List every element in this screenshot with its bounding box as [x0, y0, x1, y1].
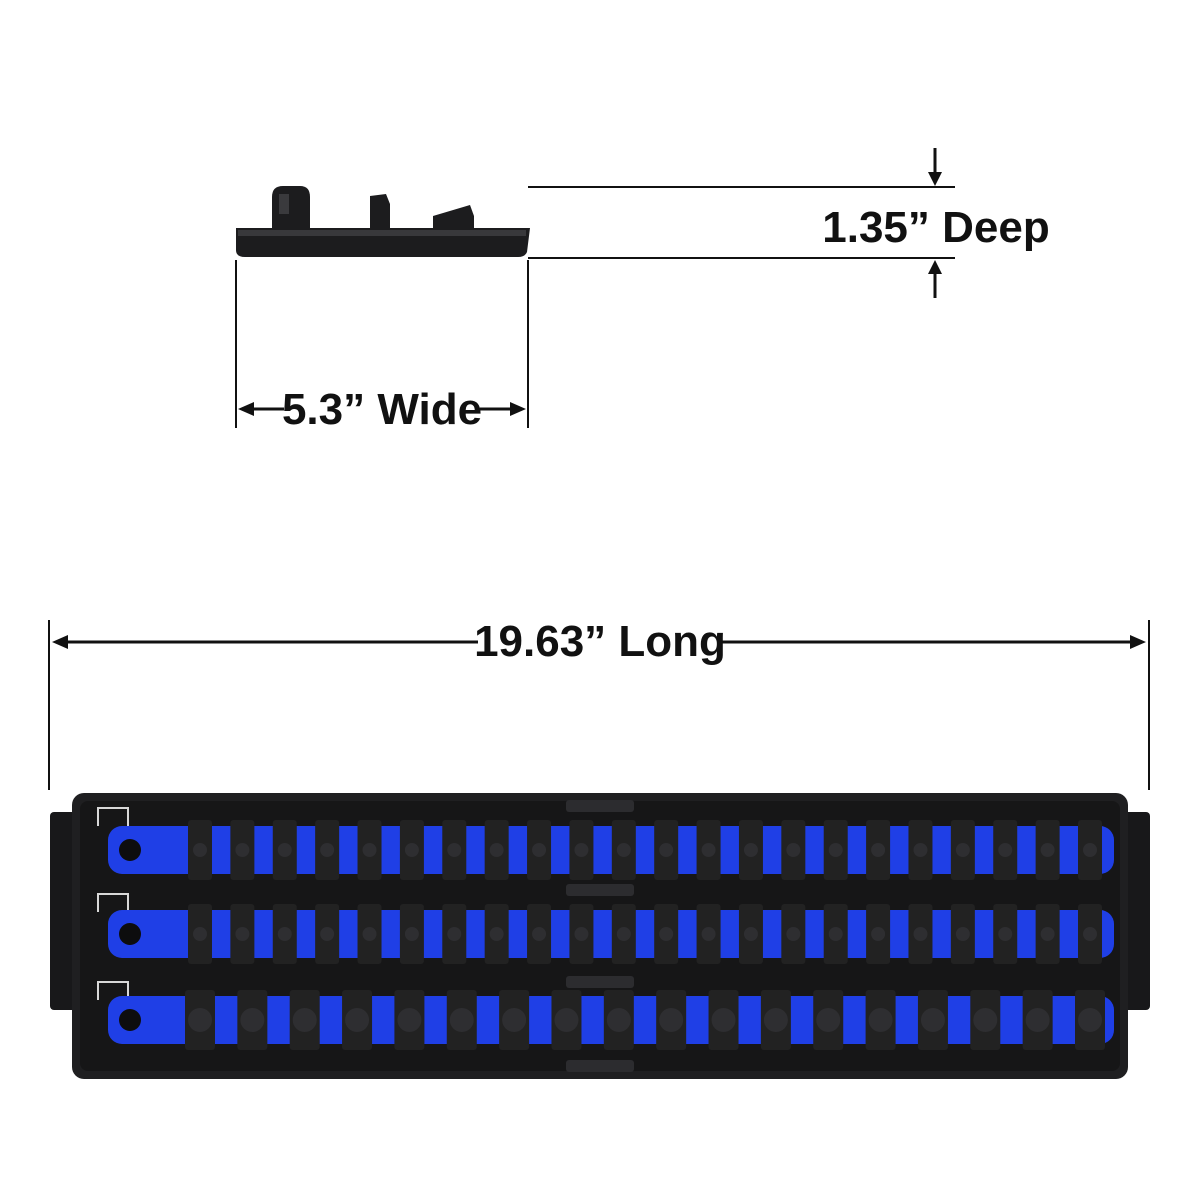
rail-lock-knob	[119, 1009, 141, 1031]
rail-end-hooks	[97, 807, 129, 1000]
socket-clip-peg	[998, 843, 1013, 857]
tray-center-clips	[566, 800, 634, 1072]
socket-clip-peg	[659, 843, 674, 857]
socket-clip-peg	[447, 927, 462, 941]
rail-lock-knob	[119, 923, 141, 945]
socket-clip-peg	[973, 1008, 998, 1032]
socket-clip-peg	[362, 927, 377, 941]
socket-clip-peg	[659, 927, 674, 941]
socket-clip-peg	[489, 927, 504, 941]
socket-rail	[108, 820, 1114, 880]
socket-clip-peg	[816, 1008, 841, 1032]
socket-clip-peg	[871, 843, 886, 857]
socket-clip-peg	[1083, 843, 1097, 857]
socket-clip-peg	[701, 927, 716, 941]
socket-clip-peg	[955, 927, 970, 941]
socket-clip-peg	[235, 843, 250, 857]
socket-clip-peg	[404, 927, 419, 941]
socket-clip-peg	[868, 1008, 893, 1032]
tray-side-profile	[236, 186, 530, 257]
width-label: 5.3” Wide	[282, 385, 482, 434]
socket-clip-peg	[786, 927, 801, 941]
socket-clip-peg	[240, 1008, 265, 1032]
socket-clip-peg	[1025, 1008, 1050, 1032]
socket-clip-peg	[320, 927, 335, 941]
socket-clip-peg	[616, 927, 631, 941]
socket-clip-peg	[1078, 1008, 1102, 1032]
socket-clip-peg	[711, 1008, 736, 1032]
socket-clip-peg	[277, 927, 292, 941]
socket-clip-peg	[397, 1008, 422, 1032]
socket-tray-top-view	[50, 793, 1150, 1079]
socket-clip-peg	[920, 1008, 945, 1032]
socket-rail	[108, 990, 1114, 1050]
socket-clip-peg	[574, 927, 589, 941]
socket-clip-peg	[1040, 927, 1055, 941]
socket-clip-peg	[701, 843, 716, 857]
socket-clip-peg	[345, 1008, 370, 1032]
length-dimension	[48, 620, 1150, 790]
socket-clip-peg	[998, 927, 1013, 941]
socket-clip-peg	[606, 1008, 631, 1032]
socket-clip-peg	[292, 1008, 317, 1032]
socket-clip-peg	[362, 843, 377, 857]
socket-clip-peg	[659, 1008, 684, 1032]
socket-clip-peg	[502, 1008, 527, 1032]
socket-clip-peg	[193, 843, 207, 857]
socket-rails	[108, 820, 1114, 1050]
socket-clip-peg	[532, 843, 547, 857]
socket-rail	[108, 904, 1114, 964]
socket-clip-peg	[743, 927, 758, 941]
socket-clip-peg	[447, 843, 462, 857]
rail-lock-knob	[119, 839, 141, 861]
socket-clip-peg	[743, 843, 758, 857]
socket-clip-peg	[320, 843, 335, 857]
socket-clip-peg	[1083, 927, 1097, 941]
socket-clip-peg	[532, 927, 547, 941]
socket-clip-peg	[188, 1008, 212, 1032]
socket-clip-peg	[1040, 843, 1055, 857]
socket-clip-peg	[404, 843, 419, 857]
socket-clip-peg	[871, 927, 886, 941]
socket-clip-peg	[235, 927, 250, 941]
socket-clip-peg	[193, 927, 207, 941]
socket-clip-peg	[913, 843, 928, 857]
depth-dimension	[528, 148, 955, 298]
depth-label: 1.35” Deep	[822, 203, 1049, 252]
socket-clip-peg	[955, 843, 970, 857]
socket-clip-peg	[913, 927, 928, 941]
width-dimension	[235, 260, 529, 428]
socket-clip-peg	[828, 843, 843, 857]
socket-clip-peg	[554, 1008, 579, 1032]
socket-clip-peg	[574, 843, 589, 857]
socket-clip-peg	[786, 843, 801, 857]
socket-clip-peg	[449, 1008, 474, 1032]
length-label: 19.63” Long	[474, 617, 726, 666]
socket-clip-peg	[763, 1008, 788, 1032]
socket-clip-peg	[616, 843, 631, 857]
socket-clip-peg	[489, 843, 504, 857]
socket-clip-peg	[277, 843, 292, 857]
socket-clip-peg	[828, 927, 843, 941]
